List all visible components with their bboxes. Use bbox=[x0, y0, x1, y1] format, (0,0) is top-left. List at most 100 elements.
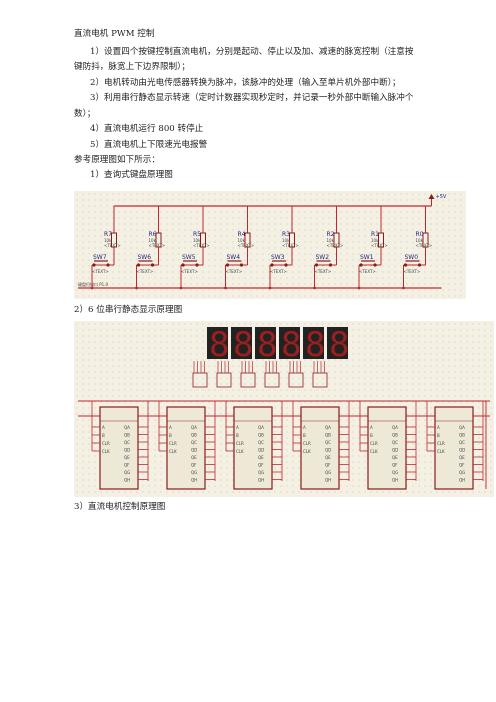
switch-contact bbox=[373, 263, 377, 267]
chip-pin-label: A bbox=[169, 425, 172, 430]
chip-pin-label: QG bbox=[392, 470, 398, 475]
chip-pin-label: CLR bbox=[437, 441, 445, 446]
switch-label: SW5 bbox=[182, 254, 196, 261]
chip-pin-label: QC bbox=[392, 440, 398, 445]
seven-segment-digit bbox=[207, 327, 228, 359]
switch-text-tag: <TEXT> bbox=[270, 269, 287, 274]
chip-pin-label: CLK bbox=[236, 449, 244, 454]
chip-pin-label: B bbox=[102, 433, 105, 438]
resistor-value: 10k bbox=[282, 238, 290, 243]
digit-glyph: 8 bbox=[233, 325, 253, 365]
junction-dot bbox=[135, 286, 138, 290]
switch-contact bbox=[225, 263, 230, 267]
chip-pin-label: QE bbox=[325, 455, 331, 460]
chip-pin-label: QH bbox=[258, 478, 264, 483]
chip-pin-label: CLK bbox=[370, 449, 378, 454]
figure-2-caption: 2）6 位串行静态显示原理图 bbox=[74, 305, 183, 315]
chip-pin-label: QE bbox=[124, 455, 130, 460]
chip-pin-label: CLR bbox=[236, 441, 244, 446]
shift-register-chip bbox=[434, 406, 474, 490]
requirement-2: 2）电机转动由光电传感器转换为脉冲，该脉冲的处理（输入至单片机外部中断）； bbox=[90, 78, 401, 88]
chip-pin-label: QF bbox=[459, 463, 465, 468]
chip-pin-label: A bbox=[437, 425, 440, 430]
junction-dot bbox=[268, 286, 272, 290]
chip-pin-label: QH bbox=[191, 478, 197, 483]
chip-pin-label: QD bbox=[459, 448, 465, 453]
seven-segment-digit bbox=[255, 327, 276, 359]
requirement-3-line-1: 3）利用串行静态显示转速（定时计数器实现秒定时，并记录一秒外部中断输入脉冲个 bbox=[90, 93, 414, 103]
chip-pin-label: QB bbox=[459, 433, 465, 438]
switch-contact bbox=[417, 263, 422, 267]
chip-pin-label: QD bbox=[191, 448, 197, 453]
resistor-value: 10k bbox=[193, 238, 201, 243]
resistor-value: 10k bbox=[327, 238, 335, 243]
switch-contact bbox=[92, 263, 96, 267]
shift-register-chip bbox=[300, 406, 340, 490]
chip-pin-label: QH bbox=[124, 478, 130, 483]
switch-contact bbox=[314, 263, 319, 267]
resistor-array bbox=[240, 372, 256, 388]
shift-register-chip bbox=[233, 406, 273, 490]
switch-contact bbox=[195, 263, 199, 267]
chip-pin-label: QG bbox=[191, 470, 197, 475]
chip-pin-label: QA bbox=[258, 425, 264, 430]
resistor-label: R2 bbox=[327, 231, 335, 238]
chip-pin-label: QF bbox=[325, 463, 331, 468]
chip-pin-label: QA bbox=[459, 425, 465, 430]
junction-dot bbox=[313, 286, 316, 290]
chip-pin-label: QH bbox=[392, 478, 398, 483]
resistor-label: R0 bbox=[416, 231, 424, 238]
chip-pin-label: QC bbox=[191, 440, 197, 445]
chip-pin-label: B bbox=[370, 433, 373, 438]
chip-pin-label: QC bbox=[124, 440, 130, 445]
switch-text-tag: <TEXT> bbox=[92, 269, 109, 274]
resistor-value: 10k bbox=[238, 238, 246, 243]
bus-label: 键盘扫描口 P1.0 bbox=[78, 281, 108, 287]
switch-contact bbox=[106, 263, 110, 267]
resistor-array bbox=[216, 372, 232, 388]
switch-label: SW0 bbox=[405, 254, 419, 261]
resistor-text-tag: <TEXT> bbox=[149, 243, 166, 248]
switch-contact bbox=[328, 263, 333, 267]
switch-label: SW7 bbox=[93, 254, 107, 261]
chip-pin-label: CLR bbox=[102, 441, 110, 446]
chip-pin-label: B bbox=[169, 433, 172, 438]
chip-pin-label: QD bbox=[392, 448, 398, 453]
junction-dot bbox=[224, 286, 227, 290]
switch-contact bbox=[239, 263, 244, 267]
chip-pin-label: CLK bbox=[102, 449, 110, 454]
chip-pin-label: QA bbox=[124, 425, 130, 430]
resistor-text-tag: <TEXT> bbox=[238, 243, 255, 248]
switch-contact bbox=[181, 263, 185, 267]
chip-pin-label: QF bbox=[258, 463, 264, 468]
shift-register-chip bbox=[99, 406, 139, 490]
chip-pin-label: B bbox=[303, 433, 306, 438]
chip-pin-label: A bbox=[236, 425, 239, 430]
chip-pin-label: QE bbox=[191, 455, 197, 460]
resistor-label: R1 bbox=[371, 231, 379, 238]
chip-pin-label: QG bbox=[124, 470, 130, 475]
resistor-label: R6 bbox=[149, 231, 157, 238]
chip-pin-label: QB bbox=[191, 433, 197, 438]
resistor-array bbox=[192, 372, 208, 388]
chip-pin-label: QA bbox=[392, 425, 398, 430]
chip-pin-label: QF bbox=[392, 463, 398, 468]
seven-segment-digit bbox=[327, 327, 348, 359]
chip-pin-label: CLK bbox=[437, 449, 445, 454]
figure-1-caption: 1）查询式键盘原理图 bbox=[90, 170, 173, 180]
switch-label: SW6 bbox=[138, 254, 152, 261]
seven-segment-digit bbox=[231, 327, 252, 359]
switch-label: SW4 bbox=[227, 254, 241, 261]
chip-pin-label: CLR bbox=[370, 441, 378, 446]
chip-pin-label: QD bbox=[124, 448, 130, 453]
switch-contact bbox=[136, 263, 141, 267]
resistor-array bbox=[288, 372, 304, 388]
junction-dot bbox=[179, 286, 183, 290]
shift-register-chip bbox=[166, 406, 206, 490]
chip-pin-label: QE bbox=[392, 455, 398, 460]
chip-pin-label: QC bbox=[325, 440, 331, 445]
